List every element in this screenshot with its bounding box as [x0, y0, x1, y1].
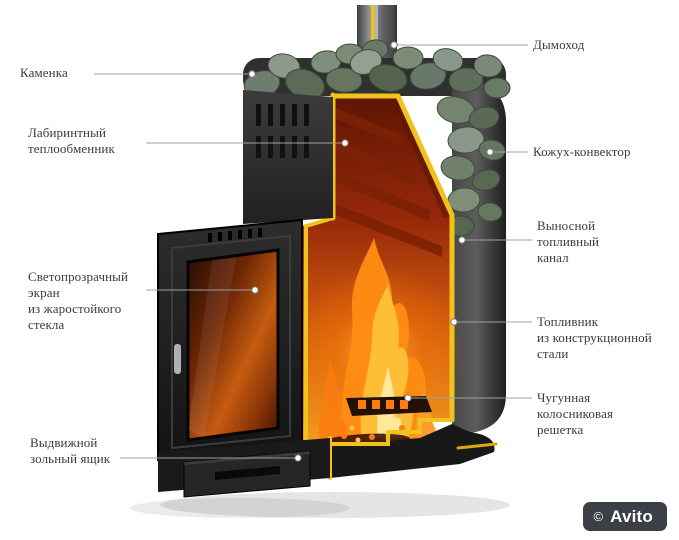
vent-slots: [256, 104, 309, 158]
ash-drawer: [158, 438, 330, 498]
vent-panel: [243, 90, 333, 224]
floor-shadow: [130, 492, 510, 518]
leader-dot: [248, 70, 256, 78]
door-handle: [174, 344, 181, 374]
base-plinth: [330, 424, 495, 478]
leader-dot: [251, 286, 259, 294]
door-vent-slots: [208, 228, 262, 242]
label-chimney: Дымоход: [533, 37, 585, 52]
leader-dot: [458, 236, 466, 244]
label-glass-screen: Светопрозрачный экран из жаростойкого ст…: [28, 269, 129, 332]
watermark-brand: Avito: [610, 506, 653, 526]
label-convector: Кожух-конвектор: [533, 144, 631, 159]
leader-dot: [341, 139, 349, 147]
leader-dot: [294, 454, 302, 462]
avito-watermark: © Avito: [582, 502, 667, 531]
labyrinth-baffles: [336, 108, 442, 257]
copyright-symbol: ©: [593, 509, 604, 524]
leader-dot: [390, 41, 398, 49]
label-heat-exchanger: Лабиринтный теплообменник: [28, 125, 115, 156]
glass-window: [186, 248, 280, 442]
leader-dot: [450, 318, 458, 326]
leader-dot: [486, 148, 494, 156]
firebox-interior: [290, 96, 466, 449]
label-grate: Чугунная колосниковая решетка: [537, 390, 614, 437]
label-ash-drawer: Выдвижной зольный ящик: [30, 435, 111, 466]
door: [157, 218, 303, 462]
label-fuel-channel: Выносной топливный канал: [537, 218, 600, 265]
leader-dot: [404, 394, 412, 402]
label-kamenka: Каменка: [20, 65, 68, 80]
grate: [346, 396, 432, 416]
label-firebox: Топливник из конструкционной стали: [537, 314, 652, 361]
